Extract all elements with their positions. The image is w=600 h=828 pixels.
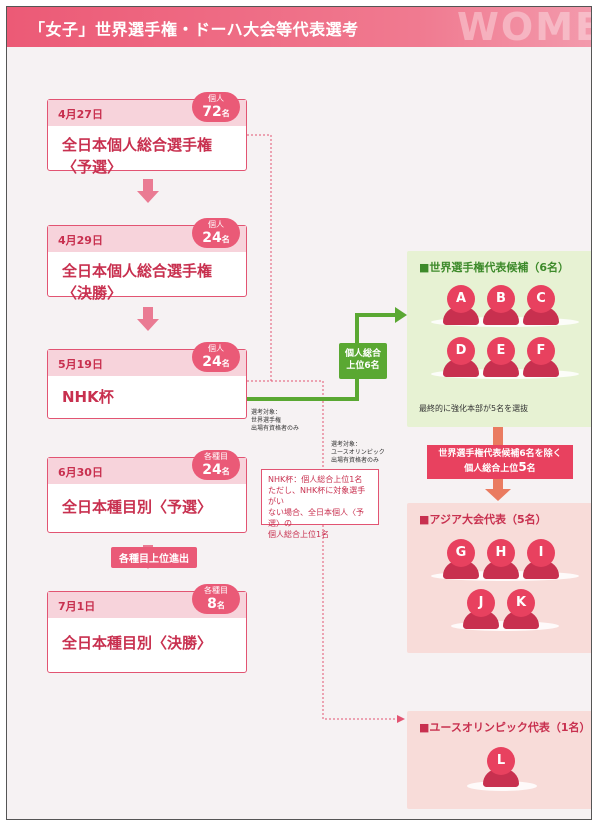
- stage-date: 7月1日: [58, 600, 96, 613]
- stage-date: 6月30日: [58, 466, 103, 479]
- advance-label: 各種目上位進出: [111, 547, 197, 568]
- stage-name: 全日本個人総合選手権 〈決勝〉: [62, 262, 213, 302]
- quota-badge: 個人 24名: [192, 218, 240, 248]
- selection-label-top6: 個人総合上位6名: [339, 343, 387, 379]
- stage-header: 7月1日 各種目 8名: [48, 584, 246, 618]
- world-championship-candidates-panel: ■世界選手権代表候補（6名） A B C D E F: [407, 251, 591, 427]
- stage-header: 4月27日 個人 72名: [48, 92, 246, 126]
- note-world-eligibility: 選考対象：世界選手権出場有資格者のみ: [251, 409, 300, 432]
- note-nhk-condition: NHK杯：個人総合上位1名ただし、NHK杯に対象選手がいない場合、全日本個人〈予…: [261, 469, 379, 539]
- dotted-connector-1: [247, 134, 272, 381]
- page-title: 「女子」世界選手権・ドーハ大会等代表選考: [29, 20, 359, 39]
- stage-date: 5月19日: [58, 358, 103, 371]
- person-icon: D: [441, 337, 481, 377]
- stage-name: 全日本種目別〈決勝〉: [62, 634, 213, 652]
- stage-nhk-cup: 5月19日 個人 24名 NHK杯: [47, 342, 247, 419]
- red-arrowhead: [485, 489, 511, 501]
- stage-header: 6月30日 各種目 24名: [48, 450, 246, 484]
- green-arrowhead: [395, 307, 407, 323]
- panel-title: ■ユースオリンピック代表（1名）: [419, 721, 591, 734]
- stage-shumokubetsu-kessho: 7月1日 各種目 8名 全日本種目別〈決勝〉: [47, 584, 247, 673]
- panel-title: ■世界選手権代表候補（6名）: [419, 261, 570, 274]
- person-icon: L: [481, 747, 521, 787]
- note-youth-eligibility: 選考対象：ユースオリンピック出場有資格者のみ: [331, 441, 385, 464]
- down-arrow: [137, 179, 159, 203]
- youth-olympics-panel: ■ユースオリンピック代表（1名） L: [407, 711, 591, 809]
- quota-badge: 個人 24名: [192, 342, 240, 372]
- person-icon: A: [441, 285, 481, 325]
- person-icon: C: [521, 285, 561, 325]
- page-frame: 「女子」世界選手権・ドーハ大会等代表選考 WOME 4月27日 個人 72名 全…: [6, 6, 592, 820]
- person-icon: E: [481, 337, 521, 377]
- stage-date: 4月29日: [58, 234, 103, 247]
- stage-name: 全日本個人総合選手権 〈予選〉: [62, 136, 213, 176]
- youth-arrowhead: [397, 715, 405, 723]
- stage-shumokubetsu-yosen: 6月30日 各種目 24名 全日本種目別〈予選〉: [47, 450, 247, 533]
- panel-title: ■アジア大会代表（5名）: [419, 513, 547, 526]
- stage-zennihon-kojin-kessho: 4月29日 個人 24名 全日本個人総合選手権 〈決勝〉: [47, 218, 247, 302]
- quota-badge: 各種目 8名: [192, 584, 240, 614]
- person-icon: F: [521, 337, 561, 377]
- person-icon: H: [481, 539, 521, 579]
- header-decoration: WOME: [457, 6, 592, 49]
- stage-zennihon-kojin-yosen: 4月27日 個人 72名 全日本個人総合選手権 〈予選〉: [47, 92, 247, 176]
- person-icon: J: [461, 589, 501, 629]
- red-arrow-stem-2: [493, 479, 503, 491]
- person-icon: K: [501, 589, 541, 629]
- stage-name: NHK杯: [62, 388, 114, 406]
- person-icon: G: [441, 539, 481, 579]
- stage-date: 4月27日: [58, 108, 103, 121]
- quota-badge: 個人 72名: [192, 92, 240, 122]
- red-arrow-stem: [493, 427, 503, 447]
- asian-games-panel: ■アジア大会代表（5名） G H I J K: [407, 503, 591, 653]
- down-arrow: [137, 307, 159, 331]
- dotted-connector-2: [247, 380, 397, 720]
- quota-badge: 各種目 24名: [192, 450, 240, 480]
- person-icon: I: [521, 539, 561, 579]
- stage-header: 4月29日 個人 24名: [48, 218, 246, 252]
- stage-header: 5月19日 個人 24名: [48, 342, 246, 376]
- person-icon: B: [481, 285, 521, 325]
- asia-selection-rule: 世界選手権代表候補6名を除く 個人総合上位5名: [427, 445, 573, 479]
- header-banner: 「女子」世界選手権・ドーハ大会等代表選考 WOME: [7, 6, 592, 49]
- stage-name: 全日本種目別〈予選〉: [62, 498, 213, 516]
- final-selection-note: 最終的に強化本部が5名を選抜: [419, 404, 529, 413]
